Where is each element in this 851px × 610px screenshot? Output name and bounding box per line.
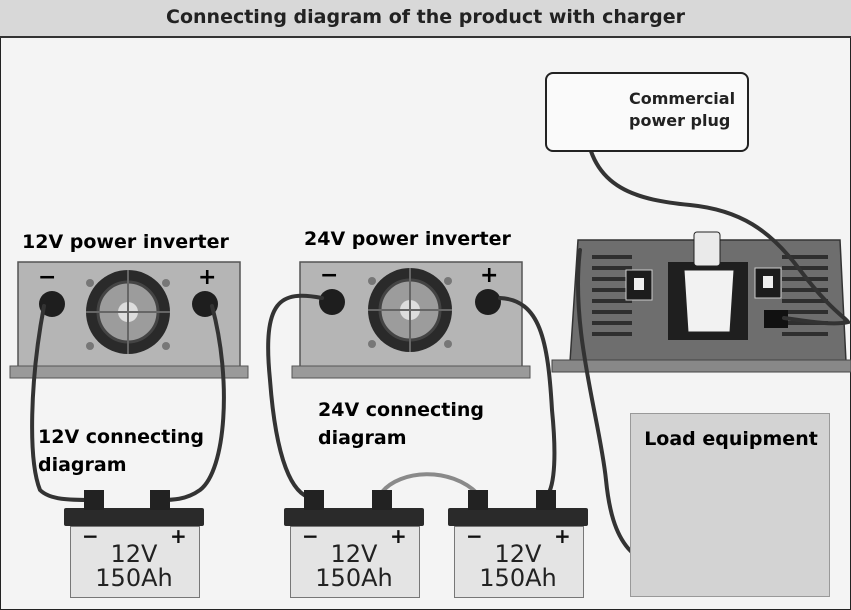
commercial-plug-label-line2: power plug [629,111,731,130]
inverter-12v-minus: − [38,265,57,290]
battery-body [70,526,200,598]
inverter-24v-label: 24V power inverter [304,228,511,250]
battery-body [290,526,420,598]
battery-body [454,526,584,598]
load-equipment-label: Load equipment [644,428,818,450]
battery-link-cable [380,472,480,496]
battery-capacity: 150Ah [95,564,173,592]
battery-plus: + [554,524,571,548]
commercial-plug-box: Commercial power plug [545,72,749,152]
inverter-12v-label: 12V power inverter [22,231,229,253]
battery-voltage: 12V [110,540,158,568]
inverter-12v-plus: + [198,265,217,290]
battery-plus: + [170,524,187,548]
diagram-title: Connecting diagram of the product with c… [0,0,851,38]
connecting-24v-line2: diagram [318,427,407,449]
battery-voltage: 12V [330,540,378,568]
battery-plus: + [390,524,407,548]
commercial-plug-label: Commercial power plug [629,88,735,132]
commercial-plug-label-line1: Commercial [629,89,736,108]
load-equipment-box: Load equipment [630,413,830,597]
battery-12v-single: − + 12V 150Ah [64,508,204,598]
battery-minus: − [302,524,319,548]
battery-top [448,508,588,526]
connecting-24v-line1: 24V connecting [318,399,484,421]
battery-voltage: 12V [494,540,542,568]
inverter-12v [9,261,249,379]
battery-capacity: 150Ah [479,564,557,592]
battery-minus: − [82,524,99,548]
battery-24v-right: − + 12V 150Ah [448,508,588,598]
battery-top [284,508,424,526]
inverter-24v-plus: + [480,263,499,288]
connecting-12v-line2: diagram [38,454,127,476]
battery-24v-left: − + 12V 150Ah [284,508,424,598]
charger-unit [551,231,851,373]
battery-capacity: 150Ah [315,564,393,592]
connecting-12v-line1: 12V connecting [38,426,204,448]
inverter-24v-minus: − [320,263,339,288]
inverter-24v [291,261,531,379]
battery-minus: − [466,524,483,548]
battery-top [64,508,204,526]
